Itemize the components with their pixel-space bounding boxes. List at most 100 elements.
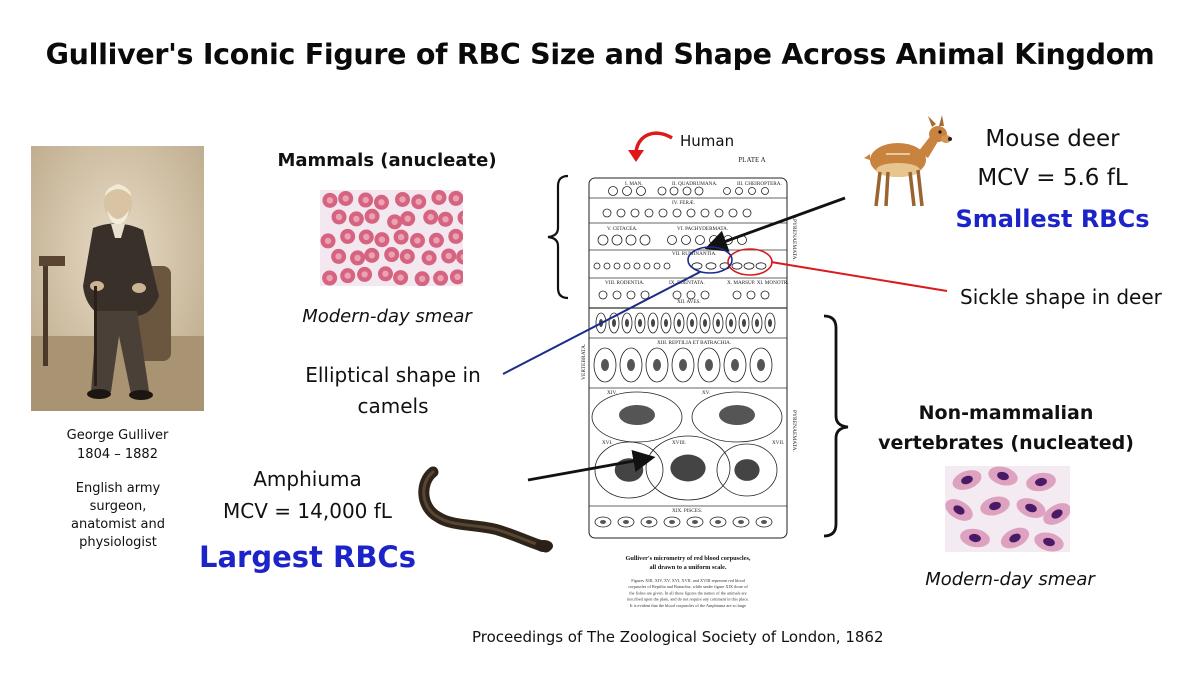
mouse-deer-mcv: MCV = 5.6 fL (977, 165, 1128, 191)
svg-text:corpuscles of Reptilia and Bat: corpuscles of Reptilia and Batrachia, wh… (628, 584, 748, 590)
plate-caption-title: Gulliver's micrometry of red blood corpu… (626, 555, 751, 562)
rbc-cell (448, 228, 464, 244)
rbc-cell (393, 229, 409, 245)
rbc-cell (374, 232, 390, 248)
plate-section-label: XIX. PISCES. (672, 508, 702, 514)
elliptical-label: Elliptical shape in camels (305, 363, 481, 418)
rbc-cell (1043, 503, 1071, 525)
rbc-cell (377, 266, 393, 282)
rbc-cell (1016, 498, 1046, 518)
plate-section-label: V. CETACEA. (607, 226, 637, 232)
rbc-cell (331, 209, 347, 225)
portrait-years: 1804 – 1882 (77, 447, 158, 462)
portrait-description: English army surgeon, anatomist and phys… (71, 481, 165, 550)
plate-section-label: III. CHEIROPTERA. (737, 181, 782, 187)
rbc-cell (448, 190, 464, 206)
nonmammals-heading: Non-mammalian vertebrates (nucleated) (878, 402, 1134, 454)
rbc-cell (393, 270, 409, 286)
sickle-label: Sickle shape in deer (960, 285, 1162, 309)
rbc-cell (1026, 472, 1056, 492)
rbc-cell (433, 270, 449, 286)
plate-section-label: XV. (702, 390, 710, 396)
rbc-cell (357, 266, 373, 282)
amphiuma-name: Amphiuma (253, 467, 362, 491)
plate-section-label: XIV. (607, 390, 617, 396)
plate-section-label: I. MAN. (625, 181, 643, 187)
plate-section-label: VI. PACHYDERMATA. (677, 226, 728, 232)
rbc-cell (1034, 532, 1064, 552)
rbc-cell (988, 466, 1018, 486)
plate-section-label: XII. AVES. (677, 299, 701, 305)
plate-section-label: VII. RUMINANTIA. (672, 251, 717, 257)
rbc-cell (340, 228, 356, 244)
human-label: Human (680, 132, 735, 150)
plate-section-label: XVI. (602, 440, 613, 446)
human-arrow (628, 131, 673, 162)
rbc-cell (340, 268, 356, 284)
svg-text:It is evident that the blood c: It is evident that the blood corpuscles … (630, 603, 746, 608)
plate-section-label: XVII. (772, 440, 784, 446)
plate-section-label: IX. EDENTATA. (669, 280, 705, 286)
rbc-cell (384, 247, 400, 263)
svg-text:the fishes are given. In all t: the fishes are given. In all these figur… (629, 590, 746, 595)
mammals-heading: Mammals (anucleate) (277, 150, 497, 171)
rbc-cell (373, 194, 389, 210)
rbc-cell (449, 269, 465, 285)
gulliver-plate: PLATE A I. MAN. II. QUADRUMANA. III. CHE… (577, 140, 799, 614)
rbc-cell (409, 233, 425, 249)
largest-rbc-label: Largest RBCs (199, 540, 416, 574)
svg-text:Figures XIII, XIV, XV, XVI, XV: Figures XIII, XIV, XV, XVI, XVII, and XV… (631, 578, 745, 584)
rbc-cell (414, 271, 430, 287)
mammals-bracket (547, 174, 569, 300)
plate-section-label: II. QUADRUMANA. (672, 181, 717, 187)
rbc-cell (1000, 527, 1030, 549)
rbc-cell (364, 208, 380, 224)
page-title: Gulliver's Iconic Figure of RBC Size and… (45, 38, 1155, 71)
plate-section-label: XVIII. (672, 440, 686, 446)
plate-section-label: VIII. RODENTIA. (605, 280, 644, 286)
rbc-cell (960, 528, 990, 548)
amphiuma-image (418, 462, 553, 557)
rbc-cell (320, 233, 336, 249)
rbc-cell (338, 190, 354, 206)
rbc-cell (364, 247, 380, 263)
mammals-caption: Modern-day smear (302, 306, 472, 327)
svg-text:inscribed upon the plate, and: inscribed upon the plate, and do not req… (627, 597, 749, 603)
rbc-cell (387, 214, 403, 230)
smallest-rbc-label: Smallest RBCs (955, 205, 1150, 233)
rbc-cell (400, 211, 416, 227)
plate-section-label: IV. FERÆ. (672, 200, 695, 206)
rbc-cell (350, 250, 366, 266)
plate-label: PLATE A (738, 156, 765, 164)
mammal-smear-image (320, 189, 473, 287)
rbc-cell (322, 192, 338, 208)
rbc-cell (952, 470, 982, 490)
rbc-cell (441, 248, 457, 264)
amphiuma-arrow (527, 449, 656, 482)
plate-section-label: XIII. REPTILIA ET BATRACHIA. (657, 340, 731, 346)
nonmammals-bracket (823, 314, 849, 538)
rbc-cell (421, 250, 437, 266)
mouse-deer-name: Mouse deer (985, 126, 1120, 152)
plate-caption-title: all drawn to a uniform scale. (650, 564, 727, 571)
sickle-pointer-line (770, 261, 948, 292)
elliptical-pointer-line (502, 271, 701, 375)
rbc-cell (358, 192, 374, 208)
rbc-cell (431, 189, 447, 205)
plate-section-label: X. MARSUP. XI. MONOTR. (727, 280, 789, 286)
rbc-cell (411, 194, 427, 210)
rbc-cell (438, 211, 454, 227)
portrait-name: George Gulliver (66, 428, 169, 443)
gulliver-portrait (31, 146, 204, 411)
rbc-cell (358, 229, 374, 245)
rbc-cell (395, 191, 411, 207)
mouse-deer-arrow (704, 196, 846, 252)
elliptical-highlight-circle (687, 246, 733, 274)
nonmammals-caption: Modern-day smear (925, 569, 1095, 590)
plate-side-label: APYRENAEMATA. (791, 215, 797, 261)
rbc-cell (331, 248, 347, 264)
plate-side-label: PYRENAEMATA. (791, 410, 797, 453)
rbc-cell (423, 209, 439, 225)
mouse-deer-image (858, 112, 953, 210)
source-citation: Proceedings of The Zoological Society of… (472, 628, 884, 646)
